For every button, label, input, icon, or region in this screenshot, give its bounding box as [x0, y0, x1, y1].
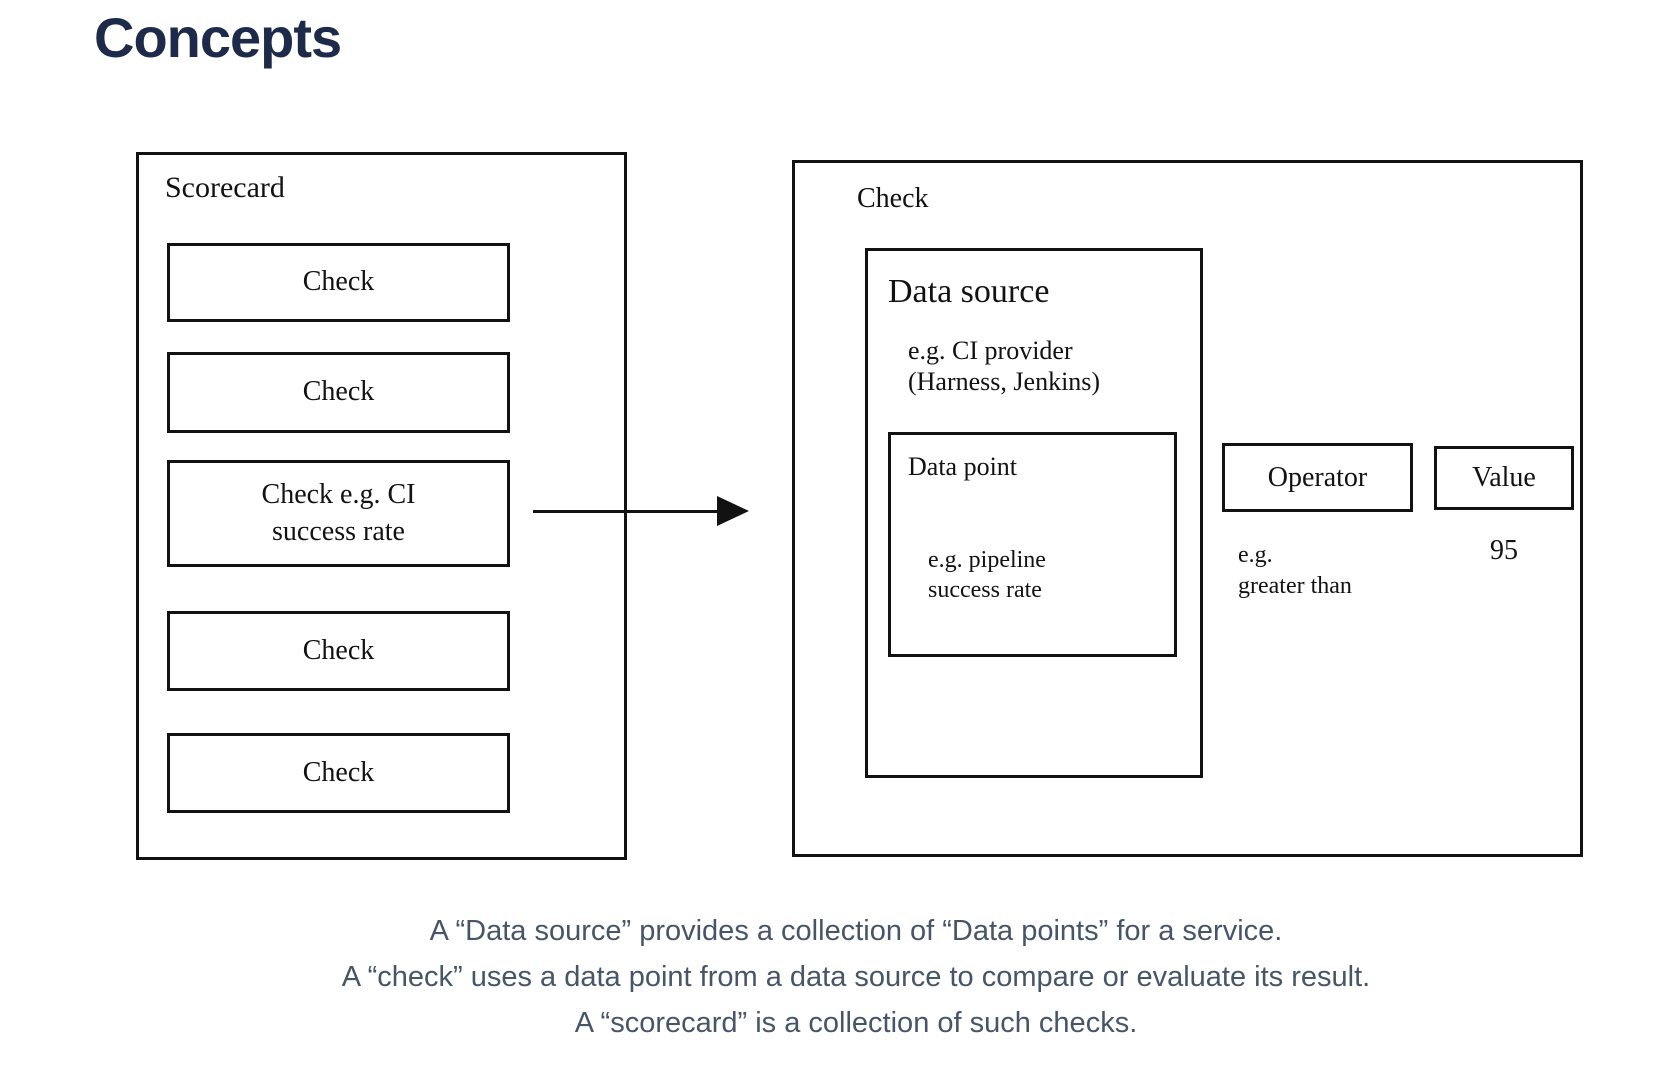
- scorecard-box: Scorecard Check Check Check e.g. CI succ…: [136, 152, 627, 860]
- caption: A “Data source” provides a collection of…: [56, 908, 1656, 1046]
- data-source-box: Data source e.g. CI provider (Harness, J…: [865, 248, 1203, 778]
- data-point-label: Data point: [908, 452, 1018, 481]
- check-detail-box: Check Data source e.g. CI provider (Harn…: [792, 160, 1583, 857]
- data-point-example: e.g. pipeline success rate: [928, 547, 1046, 603]
- caption-line-1: A “Data source” provides a collection of…: [429, 915, 1283, 947]
- operator-example: e.g. greater than: [1238, 542, 1352, 599]
- scorecard-check-5: Check: [167, 733, 510, 813]
- check-detail-label: Check: [857, 183, 929, 214]
- operator-box: Operator: [1222, 443, 1413, 512]
- arrow-head-icon: [717, 496, 749, 526]
- data-source-label: Data source: [888, 273, 1050, 310]
- scorecard-check-1: Check: [167, 243, 510, 322]
- arrow-line: [533, 510, 719, 513]
- scorecard-check-2: Check: [167, 352, 510, 433]
- page-title: Concepts: [94, 6, 342, 69]
- value-example: 95: [1490, 535, 1518, 566]
- caption-line-3: A “scorecard” is a collection of such ch…: [574, 1007, 1138, 1039]
- data-point-box: Data point e.g. pipeline success rate: [888, 432, 1177, 657]
- caption-line-2: A “check” uses a data point from a data …: [341, 961, 1371, 993]
- scorecard-check-ci-success-rate: Check e.g. CI success rate: [167, 460, 510, 567]
- value-box: Value: [1434, 446, 1574, 510]
- scorecard-label: Scorecard: [165, 171, 285, 204]
- data-source-example: e.g. CI provider (Harness, Jenkins): [908, 336, 1101, 396]
- scorecard-check-4: Check: [167, 611, 510, 691]
